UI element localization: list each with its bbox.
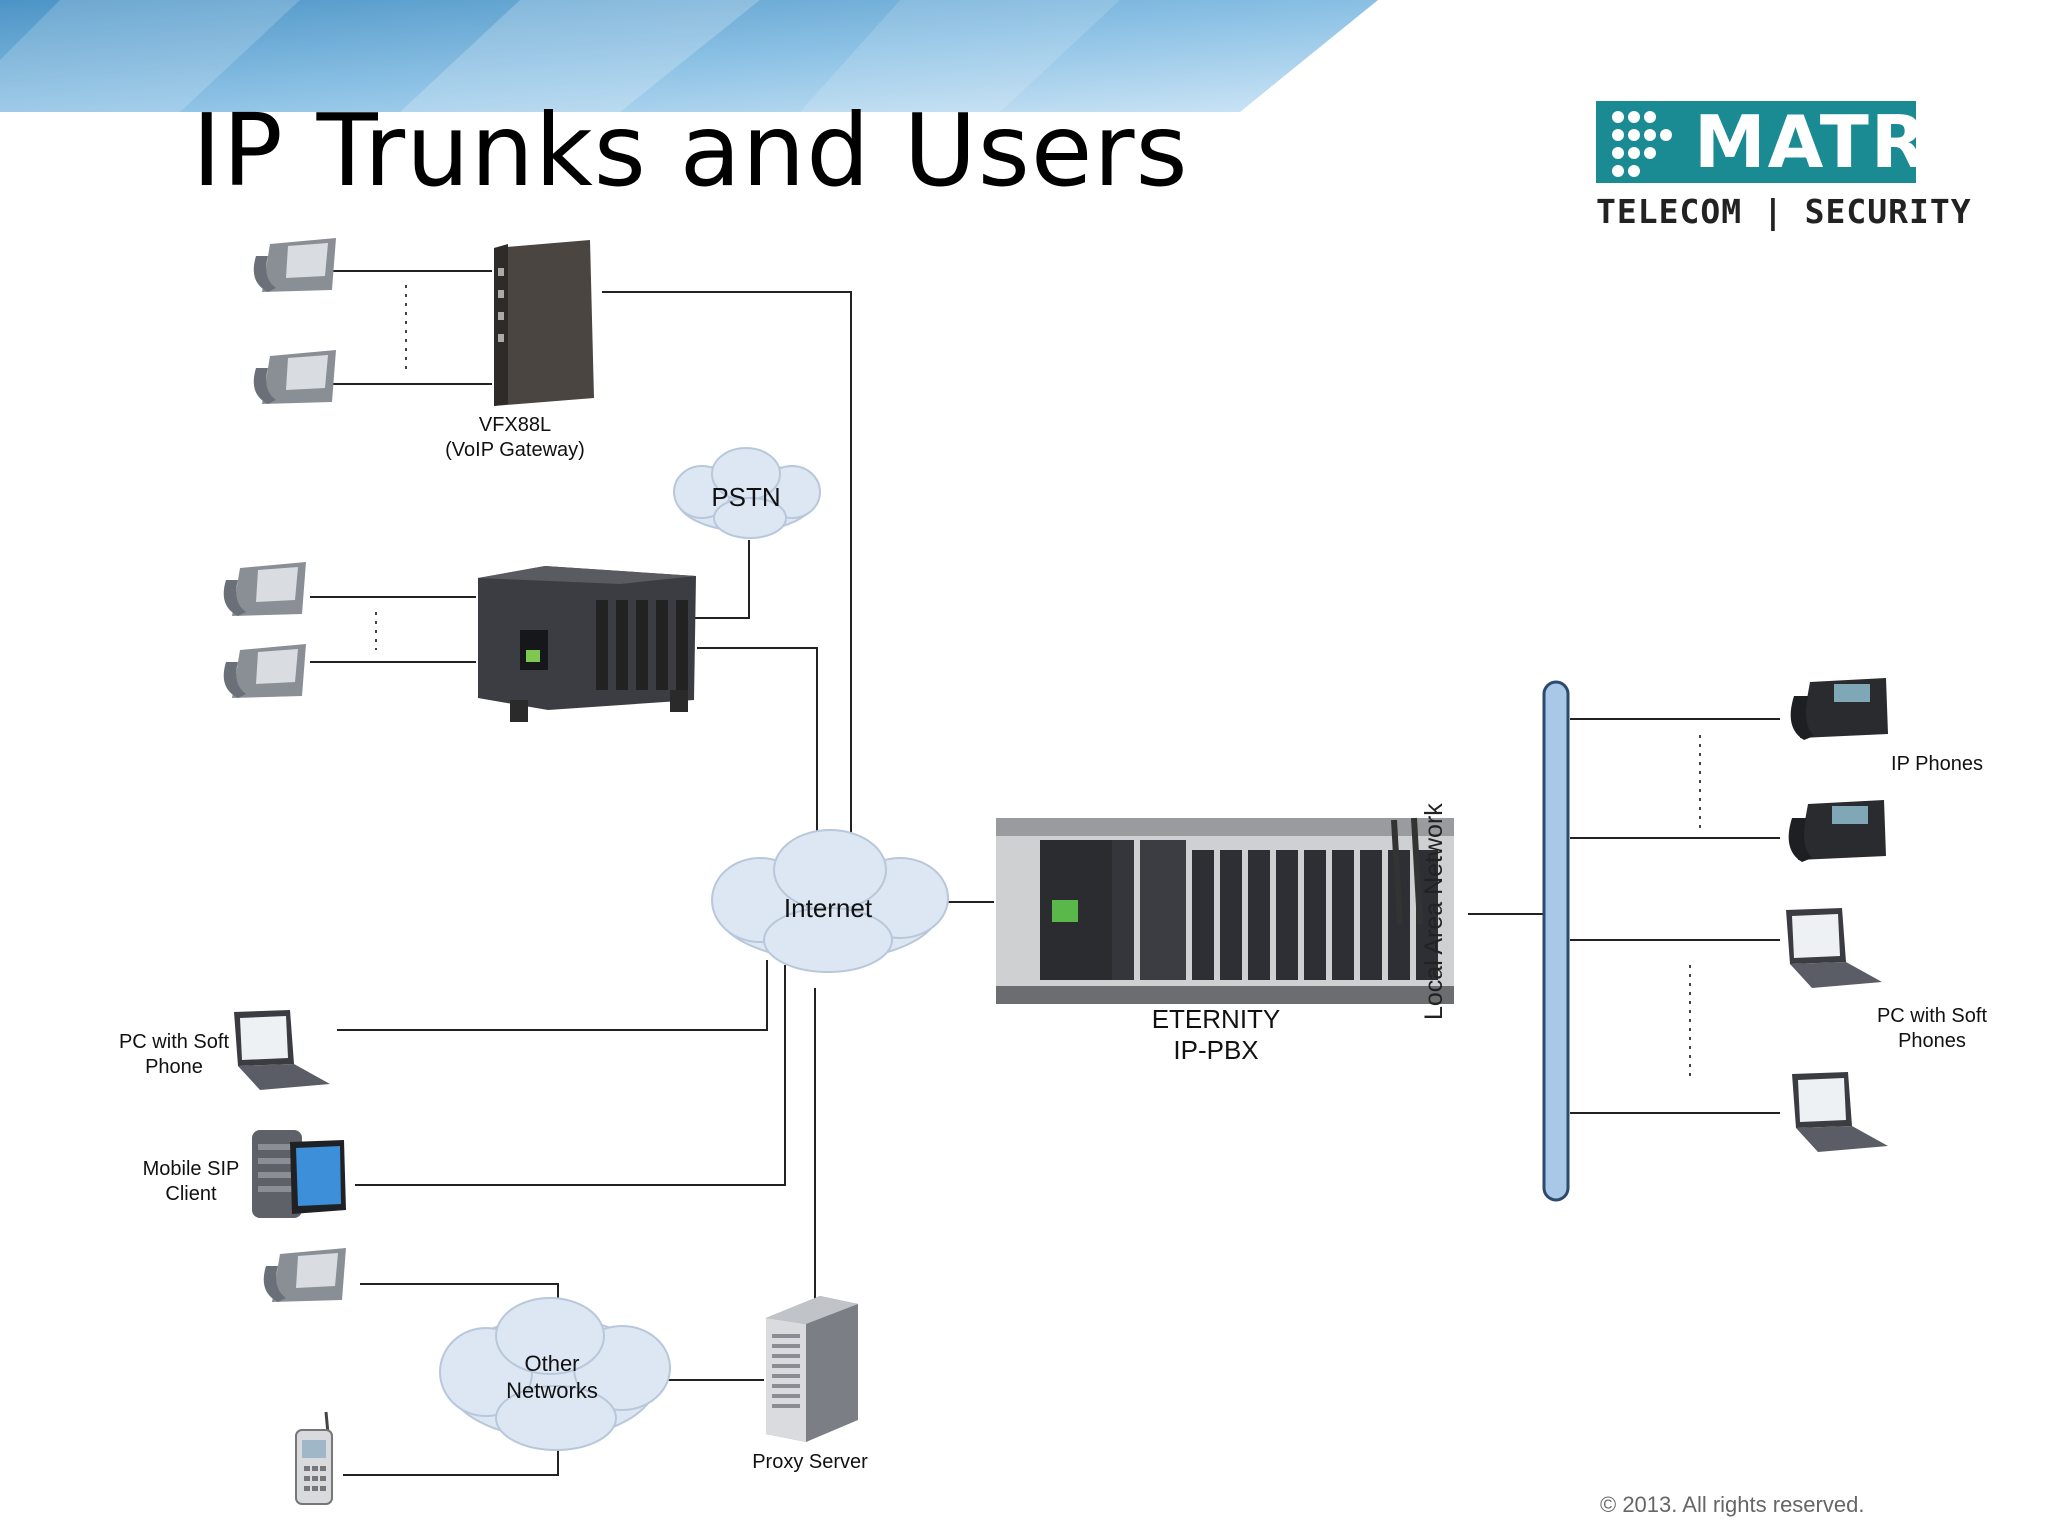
mobile-sip-client-label: Mobile SIP Client: [142, 1158, 240, 1205]
proxy-server-label: Proxy Server: [752, 1451, 868, 1473]
pc-soft-phones-label: PC with Soft Phones: [1876, 1005, 1988, 1052]
slide-title: IP Trunks and Users: [192, 92, 1189, 209]
gateway-name: VFX88L: [478, 414, 552, 436]
ip-phones-label: IP Phones: [1891, 753, 1983, 775]
pbx-type: IP-PBX: [1173, 1035, 1259, 1065]
pbx-name: ETERNITY: [1151, 1004, 1281, 1034]
copyright: © 2013. All rights reserved.: [1600, 1492, 1865, 1517]
internet-label: Internet: [783, 893, 873, 923]
logo-brand: MATRIX: [1694, 100, 2015, 184]
gateway-description: (VoIP Gateway): [445, 439, 585, 461]
pc-soft-phone-label: PC with Soft Phone: [118, 1031, 230, 1078]
logo-tagline: TELECOM | SECURITY: [1596, 192, 1972, 231]
pstn-label: PSTN: [711, 482, 781, 512]
other-networks-label: Other Networks: [506, 1351, 598, 1403]
